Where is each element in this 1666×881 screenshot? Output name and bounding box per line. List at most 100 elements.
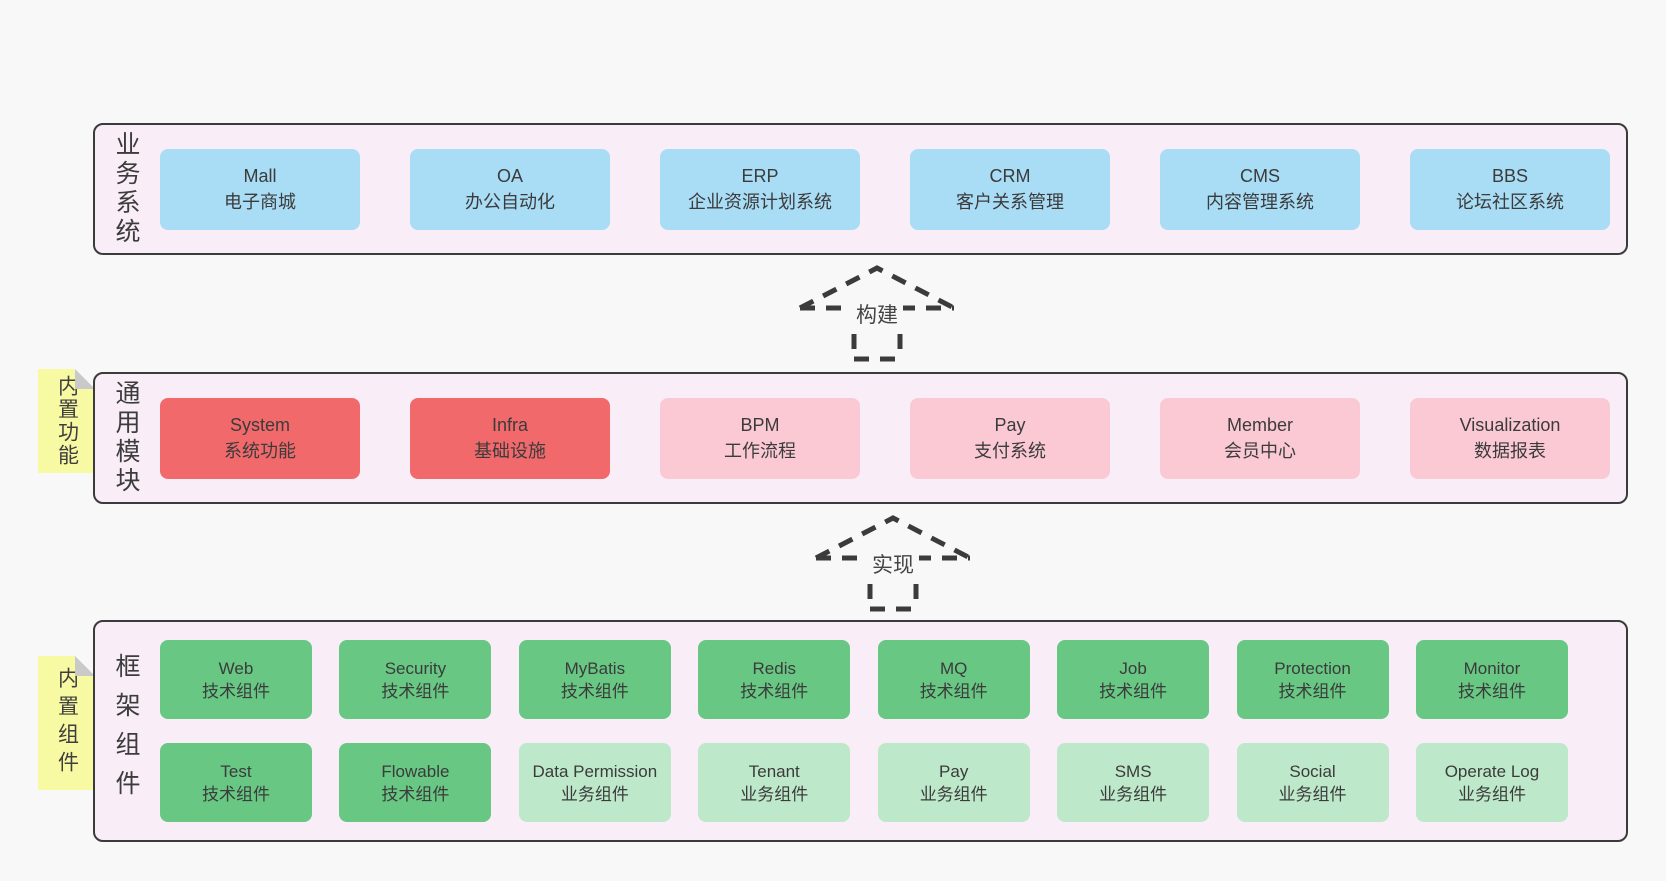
layer-framework-components: 框架组件 Web 技术组件 Security 技术组件 MyBatis 技术组件… [93,620,1628,842]
node-title: Infra [491,415,529,435]
layer-title-business-systems: 业务系统 [112,131,140,247]
node-pay: Pay 支付系统 [910,397,1110,479]
node-operate-log: Operate Log 业务组件 [1415,743,1568,822]
node-mall: Mall 电子商城 [160,148,360,230]
node-bbs: BBS 论坛社区系统 [1410,148,1610,230]
business-node-row: Mall 电子商城 OA 办公自动化 ERP 企业资源计划系统 CRM 客户关系… [138,148,1626,230]
node-title: Test [220,761,252,781]
node-bpm: BPM 工作流程 [660,397,860,479]
node-flowable: Flowable 技术组件 [339,743,492,822]
node-subtitle: 技术组件 [202,681,270,701]
node-title: Redis [752,658,796,678]
node-subtitle: 业务组件 [1099,784,1168,804]
node-monitor: Monitor 技术组件 [1415,640,1568,719]
component-row-1: Web 技术组件 Security 技术组件 MyBatis 技术组件 Redi… [160,640,1568,719]
node-subtitle: 业务组件 [919,784,988,804]
layer-business-systems: 业务系统 Mall 电子商城 OA 办公自动化 ERP 企业资源计划系统 CRM… [93,123,1628,255]
node-subtitle: 技术组件 [1457,681,1526,701]
node-system: System 系统功能 [160,397,360,479]
sticky-note-label: 内置功能 [55,375,79,467]
node-job: Job 技术组件 [1057,640,1210,719]
node-subtitle: 办公自动化 [465,192,555,212]
sticky-note-builtin-components: 内置组件 [38,656,95,790]
node-subtitle: 电子商城 [224,192,296,212]
node-title: CMS [1240,166,1280,186]
node-oa: OA 办公自动化 [410,148,610,230]
node-title: Protection [1274,658,1351,678]
node-subtitle: 工作流程 [724,441,796,461]
node-title: MQ [939,658,968,678]
node-title: MyBatis [564,658,626,678]
arrow-build-label: 构建 [851,299,903,329]
node-web: Web 技术组件 [160,640,312,719]
node-title: OA [496,166,523,186]
node-subtitle: 技术组件 [1099,681,1168,701]
module-node-row: System 系统功能 Infra 基础设施 BPM 工作流程 Pay 支付系统… [138,397,1626,479]
node-test: Test 技术组件 [160,743,312,822]
node-security: Security 技术组件 [339,640,492,719]
node-title: Operate Log [1444,761,1540,781]
node-subtitle: 业务组件 [1278,784,1347,804]
node-subtitle: 企业资源计划系统 [688,192,832,212]
node-subtitle: 论坛社区系统 [1456,192,1564,212]
node-title: ERP [741,166,779,186]
layer-title-common-modules: 通用模块 [112,380,140,496]
node-infra: Infra 基础设施 [410,397,610,479]
node-subtitle: 技术组件 [202,784,270,804]
node-mq: MQ 技术组件 [877,640,1030,719]
node-mybatis: MyBatis 技术组件 [518,640,671,719]
node-protection: Protection 技术组件 [1236,640,1389,719]
node-tenant: Tenant 业务组件 [698,743,851,822]
node-subtitle: 基础设施 [474,441,546,461]
node-title: Job [1119,658,1147,678]
node-title: BPM [740,415,780,435]
layer-common-modules: 通用模块 System 系统功能 Infra 基础设施 BPM 工作流程 Pay… [93,372,1628,504]
arrow-implement-label: 实现 [867,549,919,579]
node-subtitle: 业务组件 [740,784,809,804]
arrow-build: 构建 [792,262,962,362]
node-subtitle: 系统功能 [224,441,296,461]
node-erp: ERP 企业资源计划系统 [660,148,860,230]
node-cms: CMS 内容管理系统 [1160,148,1360,230]
sticky-note-builtin-features: 内置功能 [38,369,95,473]
node-title: Monitor [1463,658,1521,678]
node-subtitle: 会员中心 [1224,441,1296,461]
node-title: Mall [243,166,277,186]
node-title: Security [384,658,447,678]
node-data-permission: Data Permission 业务组件 [518,743,671,822]
node-title: Visualization [1459,415,1561,435]
node-subtitle: 业务组件 [1457,784,1526,804]
sticky-note-label: 内置组件 [55,667,79,779]
layer-title-framework-components: 框架组件 [112,653,140,809]
node-title: Flowable [381,761,450,781]
node-title: System [229,415,290,435]
node-title: BBS [1491,166,1529,186]
node-subtitle: 技术组件 [740,681,809,701]
component-row-2: Test 技术组件 Flowable 技术组件 Data Permission … [160,743,1568,822]
node-subtitle: 技术组件 [1278,681,1347,701]
node-title: Pay [939,761,969,781]
node-title: Member [1226,415,1293,435]
component-grid: Web 技术组件 Security 技术组件 MyBatis 技术组件 Redi… [138,640,1626,822]
node-title: SMS [1114,761,1152,781]
node-subtitle: 业务组件 [560,784,629,804]
node-subtitle: 客户关系管理 [956,192,1064,212]
node-subtitle: 数据报表 [1474,441,1546,461]
node-title: Pay [994,415,1026,435]
node-member: Member 会员中心 [1160,397,1360,479]
node-social: Social 业务组件 [1236,743,1389,822]
node-crm: CRM 客户关系管理 [910,148,1110,230]
node-title: Data Permission [532,761,658,781]
node-title: Web [218,658,254,678]
node-title: Tenant [748,761,800,781]
node-subtitle: 技术组件 [381,784,450,804]
node-subtitle: 内容管理系统 [1206,192,1314,212]
arrow-implement: 实现 [808,512,978,612]
node-subtitle: 技术组件 [919,681,988,701]
node-title: Social [1289,761,1336,781]
node-subtitle: 支付系统 [974,441,1046,461]
node-pay-biz: Pay 业务组件 [877,743,1030,822]
node-visualization: Visualization 数据报表 [1410,397,1610,479]
node-title: CRM [989,166,1031,186]
